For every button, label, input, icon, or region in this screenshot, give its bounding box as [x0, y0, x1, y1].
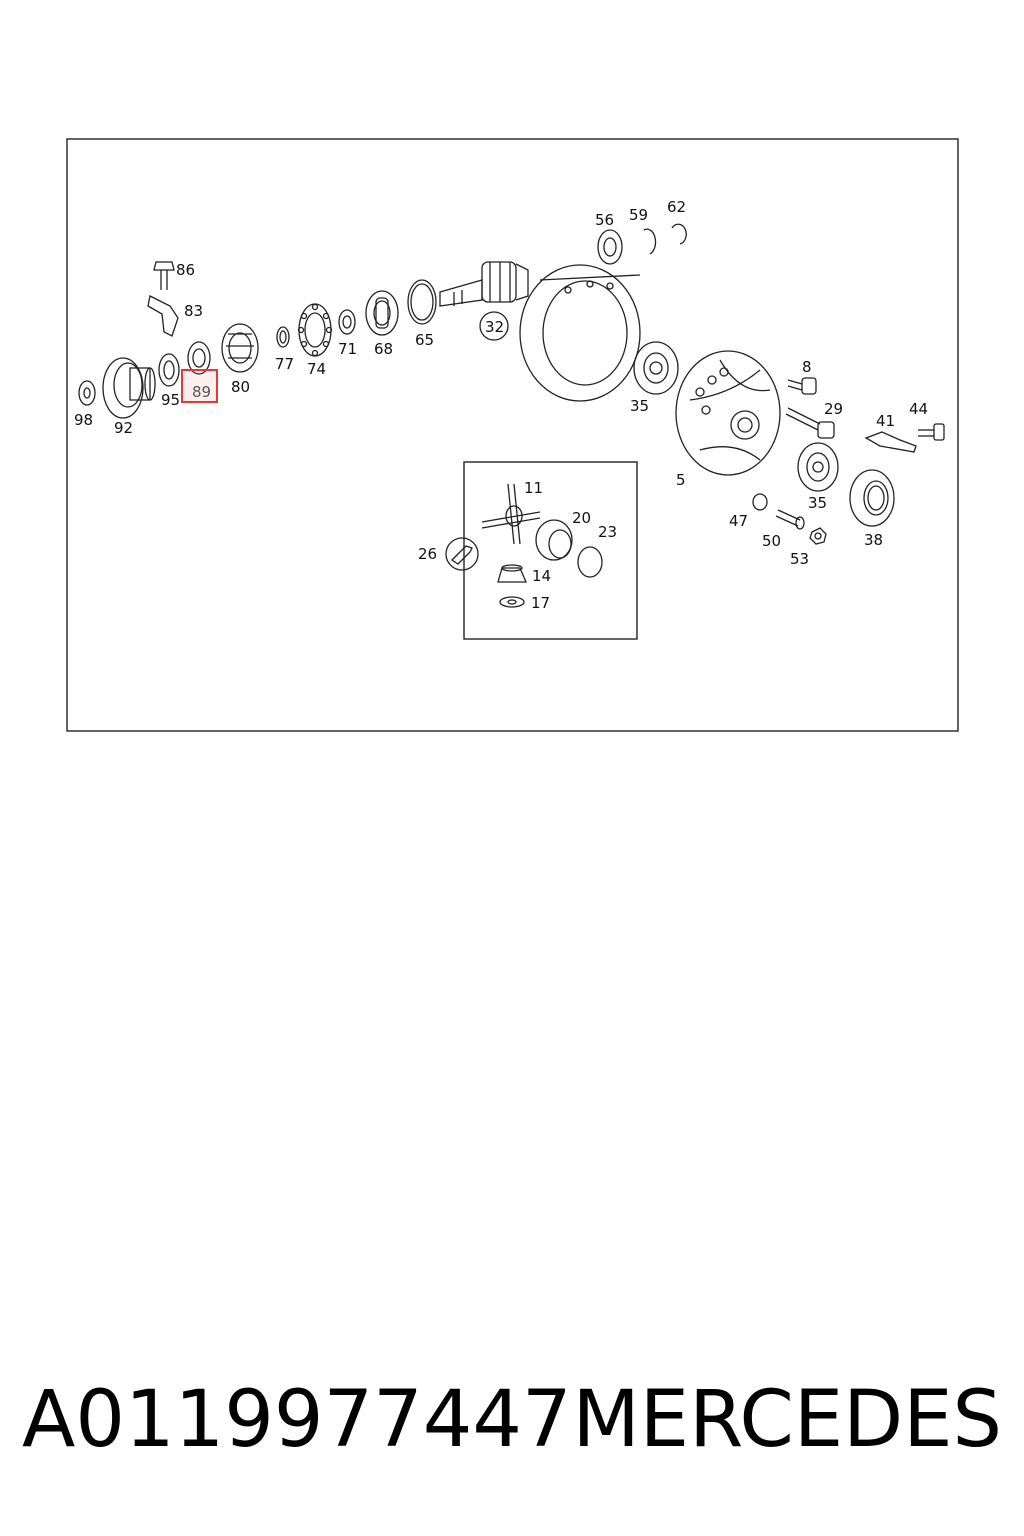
part-23-washer [577, 546, 603, 578]
inset-frame [463, 461, 638, 640]
label-14: 14 [532, 567, 551, 585]
label-38: 38 [864, 531, 883, 549]
part-77-shim [276, 326, 290, 348]
label-35-right: 35 [808, 494, 827, 512]
diagram-frame [66, 138, 959, 732]
part-41-bracket [864, 431, 917, 453]
part-59-circlip [643, 228, 657, 255]
label-80: 80 [231, 378, 250, 396]
label-98: 98 [74, 411, 93, 429]
brand-name: MERCEDES [572, 1375, 1003, 1465]
part-35-bearing-right [797, 442, 839, 492]
label-95: 95 [161, 391, 180, 409]
part-62-circlip [671, 223, 687, 245]
part-80-bearing [221, 323, 259, 373]
part-14-pinion-gear [497, 564, 527, 583]
label-5: 5 [676, 471, 686, 489]
part-38-adjusting-nut [849, 469, 895, 527]
part-71-spacer [338, 309, 356, 335]
label-41: 41 [876, 412, 895, 430]
part-47-plug [752, 493, 768, 511]
part-83-lock-plate [147, 295, 179, 337]
label-56: 56 [595, 211, 614, 229]
highlight-box [181, 369, 218, 403]
part-50-stud [775, 509, 805, 530]
label-11: 11 [524, 479, 543, 497]
part-11-spider [481, 483, 541, 545]
label-32: 32 [485, 318, 504, 336]
part-35-bearing-left [633, 341, 679, 395]
label-68: 68 [374, 340, 393, 358]
label-53: 53 [790, 550, 809, 568]
part-86-bolt [153, 261, 175, 290]
part-17-thrust-washer [499, 596, 525, 608]
part-5-differential-housing [675, 350, 781, 476]
label-77: 77 [275, 355, 294, 373]
label-44: 44 [909, 400, 928, 418]
label-35-left: 35 [630, 397, 649, 415]
label-17: 17 [531, 594, 550, 612]
part-8-bolt [787, 377, 817, 395]
part-98-nut [78, 380, 96, 406]
part-89-seal [187, 341, 211, 375]
label-62: 62 [667, 198, 686, 216]
label-92: 92 [114, 419, 133, 437]
label-47: 47 [729, 512, 748, 530]
part-44-screw [918, 423, 945, 441]
part-95-ring [158, 353, 180, 387]
ring-gear [519, 264, 641, 402]
part-68-ball-bearing [365, 290, 399, 336]
part-26-wrench-icon [445, 537, 479, 571]
part-74-roller-bearing [297, 303, 333, 357]
label-29: 29 [824, 400, 843, 418]
label-59: 59 [629, 206, 648, 224]
label-32-circle [479, 311, 509, 341]
part-number: A0119977447 [22, 1375, 572, 1465]
part-29-bolt [785, 407, 835, 439]
label-23: 23 [598, 523, 617, 541]
label-74: 74 [307, 360, 326, 378]
label-26: 26 [418, 545, 437, 563]
footer: A0119977447 MERCEDES [0, 1370, 1024, 1480]
label-50: 50 [762, 532, 781, 550]
part-65-washer [407, 279, 437, 325]
label-8: 8 [802, 358, 812, 376]
part-32-pinion-shaft [439, 261, 529, 307]
part-92-flange [102, 357, 156, 419]
label-89: 89 [192, 383, 211, 401]
part-20-side-gear [535, 519, 573, 561]
part-56-bearing [597, 229, 623, 265]
part-53-nut [809, 527, 827, 545]
label-86: 86 [176, 261, 195, 279]
label-71: 71 [338, 340, 357, 358]
label-65: 65 [415, 331, 434, 349]
exploded-parts-diagram: 86 83 98 92 95 89 80 77 74 71 68 65 32 5… [66, 138, 959, 732]
label-20: 20 [572, 509, 591, 527]
label-83: 83 [184, 302, 203, 320]
